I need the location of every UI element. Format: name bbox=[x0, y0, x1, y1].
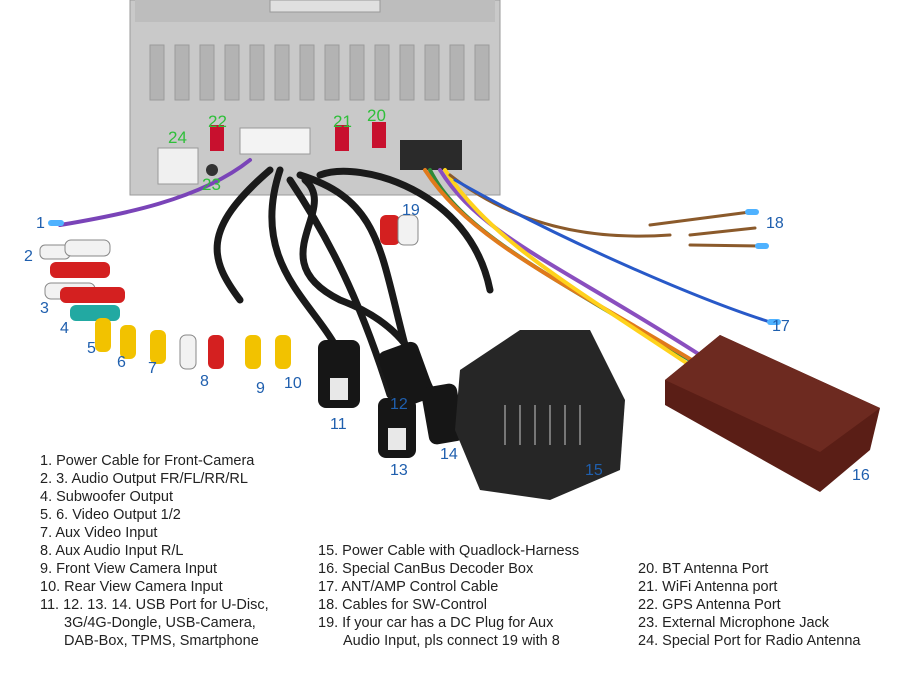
callout-13: 13 bbox=[390, 462, 408, 479]
legend-item: 16. Special CanBus Decoder Box bbox=[318, 561, 534, 577]
legend-item: 8. Aux Audio Input R/L bbox=[40, 543, 184, 559]
callout-2: 2 bbox=[24, 248, 33, 265]
legend-item: 10. Rear View Camera Input bbox=[40, 579, 223, 595]
legend-item: 1. Power Cable for Front-Camera bbox=[40, 453, 255, 469]
legend-item: 24. Special Port for Radio Antenna bbox=[638, 633, 861, 649]
legend-item: 11. 12. 13. 14. USB Port for U-Disc, bbox=[40, 597, 269, 613]
callout-5: 5 bbox=[87, 340, 96, 357]
legend-item: 22. GPS Antenna Port bbox=[638, 597, 781, 613]
legend-item-continued: 3G/4G-Dongle, USB-Camera, bbox=[64, 615, 256, 631]
microphone-jack bbox=[206, 164, 218, 176]
callout-11: 11 bbox=[330, 416, 347, 433]
callout-16: 16 bbox=[852, 467, 870, 484]
head-unit-chassis bbox=[129, 0, 501, 196]
callout-24: 24 bbox=[168, 128, 187, 147]
bt-antenna-port bbox=[372, 122, 386, 148]
usb-plug-12 bbox=[378, 341, 434, 409]
legend-item: 7. Aux Video Input bbox=[40, 525, 158, 541]
legend-item: 15. Power Cable with Quadlock-Harness bbox=[318, 543, 580, 559]
product-photo bbox=[39, 0, 880, 500]
legend-item: 23. External Microphone Jack bbox=[638, 615, 830, 631]
legend-item: 9. Front View Camera Input bbox=[40, 561, 218, 577]
legend-item: 4. Subwoofer Output bbox=[40, 489, 173, 505]
legend-item: 21. WiFi Antenna port bbox=[638, 579, 778, 595]
usb-plug-11 bbox=[318, 340, 360, 408]
callout-21: 21 bbox=[333, 112, 352, 131]
legend-item: 5. 6. Video Output 1/2 bbox=[40, 507, 181, 523]
wifi-antenna-port bbox=[335, 125, 349, 151]
usb-plugs bbox=[318, 340, 465, 458]
legend-item-continued: DAB-Box, TPMS, Smartphone bbox=[64, 633, 259, 649]
callout-1: 1 bbox=[36, 215, 45, 232]
legend-item: 18. Cables for SW-Control bbox=[318, 597, 487, 613]
callout-3: 3 bbox=[40, 300, 49, 317]
legend-item: 19. If your car has a DC Plug for Aux bbox=[318, 615, 554, 631]
callout-18: 18 bbox=[766, 215, 784, 232]
callout-22: 22 bbox=[208, 112, 227, 131]
legend-column-3: 20. BT Antenna Port 21. WiFi Antenna por… bbox=[638, 560, 860, 650]
callout-12: 12 bbox=[390, 396, 408, 413]
legend-item: 2. 3. Audio Output FR/FL/RR/RL bbox=[40, 471, 248, 487]
callout-4: 4 bbox=[60, 320, 69, 337]
legend-column-2: 15. Power Cable with Quadlock-Harness 16… bbox=[318, 542, 579, 650]
legend-item: 20. BT Antenna Port bbox=[638, 561, 769, 577]
legend-column-1: 1. Power Cable for Front-Camera 2. 3. Au… bbox=[40, 452, 269, 650]
callout-9: 9 bbox=[256, 380, 265, 397]
usb-plug-14 bbox=[421, 383, 465, 445]
callout-19: 19 bbox=[402, 202, 420, 219]
callout-7: 7 bbox=[148, 360, 157, 377]
rca-connectors bbox=[39, 214, 419, 370]
wire-tips bbox=[48, 209, 781, 325]
callout-15: 15 bbox=[585, 462, 603, 479]
callout-20: 20 bbox=[367, 106, 386, 125]
callout-8: 8 bbox=[200, 373, 209, 390]
wire-bundle bbox=[58, 158, 772, 374]
radio-antenna-port bbox=[157, 147, 199, 185]
callout-23: 23 bbox=[202, 175, 221, 194]
callout-10: 10 bbox=[284, 375, 302, 392]
callout-17: 17 bbox=[772, 318, 790, 335]
callout-14: 14 bbox=[440, 446, 458, 463]
callout-6: 6 bbox=[117, 354, 126, 371]
quadlock-connector bbox=[455, 330, 625, 500]
canbus-decoder-box bbox=[665, 335, 880, 492]
legend-item: 17. ANT/AMP Control Cable bbox=[318, 579, 499, 595]
gps-antenna-port bbox=[210, 125, 224, 151]
legend-item-continued: Audio Input, pls connect 19 with 8 bbox=[343, 633, 560, 649]
